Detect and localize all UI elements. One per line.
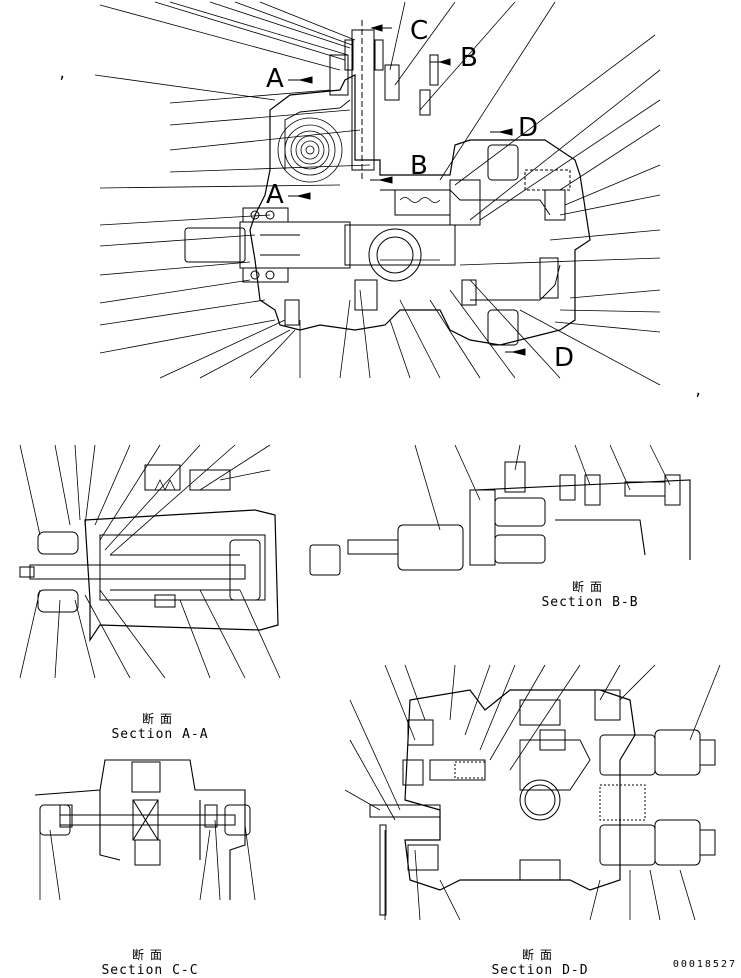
caption-section-bb-en: Section B-B xyxy=(541,595,639,610)
section-marker-b-top: B xyxy=(460,43,478,73)
section-aa-view xyxy=(19,444,281,679)
document-number: 00018527 xyxy=(672,959,737,970)
leader-lines-main-right xyxy=(389,1,661,333)
section-dd-housing xyxy=(404,689,636,891)
caption-section-bb-jp: 断面 xyxy=(571,580,608,594)
right-port-block xyxy=(487,144,519,181)
section-marker-a-top: A xyxy=(266,64,284,94)
leader-lines-main-left xyxy=(94,1,661,386)
caption-section-dd-jp: 断面 xyxy=(521,948,558,962)
section-aa-housing xyxy=(84,509,279,642)
spool xyxy=(394,189,451,216)
main-shaft xyxy=(184,227,246,263)
section-dd-view xyxy=(344,664,721,921)
section-marker-d-top: D xyxy=(518,113,539,143)
bearings xyxy=(242,207,289,283)
section-cc-housing xyxy=(34,759,246,900)
section-dd-solenoid-lower xyxy=(599,824,656,866)
section-aa-shaft xyxy=(29,564,246,580)
section-dd-solenoid-upper xyxy=(599,734,656,776)
caption-section-aa-jp: 断面 xyxy=(141,712,178,726)
section-cc-view xyxy=(34,759,256,901)
section-dd-bore xyxy=(519,779,561,821)
leader-lines-dd xyxy=(344,664,721,921)
spring-coil xyxy=(277,117,343,183)
caption-section-aa: 断面 Section A-A xyxy=(105,712,215,742)
piston-ring xyxy=(368,228,422,282)
caption-section-cc: 断面 Section C-C xyxy=(95,948,205,978)
tick-mark-right: , xyxy=(694,383,703,399)
leader-lines-cc xyxy=(39,819,256,901)
leader-lines-bb xyxy=(414,444,671,531)
section-marker-a-mid: A xyxy=(266,180,284,210)
caption-section-aa-en: Section A-A xyxy=(111,727,209,742)
section-arrows-main xyxy=(288,24,526,356)
section-bb-view xyxy=(309,444,691,576)
section-marker-b-mid: B xyxy=(410,151,428,181)
caption-section-cc-jp: 断面 xyxy=(131,948,168,962)
top-valve-stem xyxy=(351,29,375,171)
section-bb-solenoid xyxy=(397,524,464,571)
caption-section-dd: 断面 Section D-D xyxy=(485,948,595,978)
caption-section-bb: 断面 Section B-B xyxy=(535,580,645,610)
section-marker-d-bottom: D xyxy=(554,343,575,373)
leader-lines-aa xyxy=(19,444,281,679)
tick-mark-left: , xyxy=(58,66,67,82)
section-marker-c-top: C xyxy=(410,16,429,46)
main-housing-outline xyxy=(249,74,591,346)
caption-section-dd-en: Section D-D xyxy=(491,963,589,978)
main-view xyxy=(94,1,661,386)
caption-section-cc-en: Section C-C xyxy=(101,963,199,978)
